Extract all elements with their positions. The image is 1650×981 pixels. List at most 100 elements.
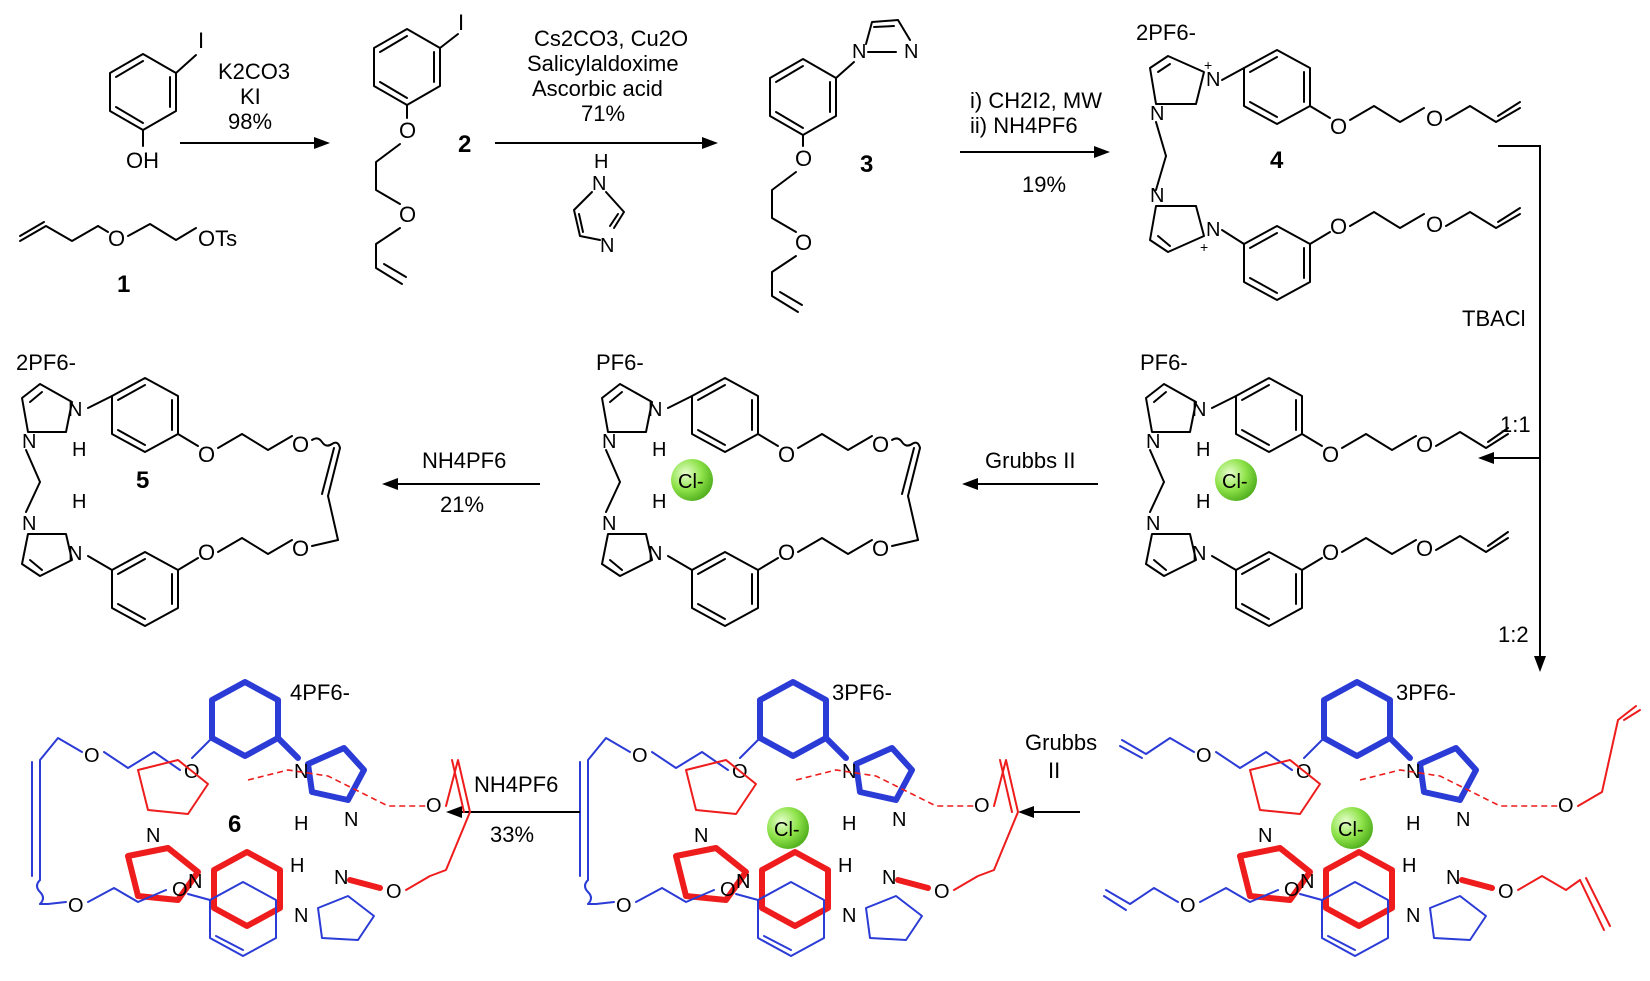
compound-4-plus-1: + [1204,57,1212,73]
compound-3-o1: O [795,146,812,171]
compound-5-number: 5 [136,467,149,494]
compound-6-counterion: 4PF6- [290,680,350,705]
ratio-1-1: 1:1 [1500,412,1531,437]
compound-5-o4: O [292,536,309,561]
compound-2-iodine: I [458,10,464,35]
step-3-reagent-2: ii) NH4PF6 [970,113,1078,138]
int-c-o-red-2: O [934,881,950,903]
int-a-o2: O [872,432,889,457]
int-d-o-red-2: O [1498,881,1514,903]
compound-5-structure: 2PF6- N O O N H 5 H N N O O [16,350,341,627]
compound-6-n-plus-bottom: N [294,905,308,927]
step-7-arrow: Grubbs II [1018,730,1097,818]
compound-6-o-red-2: O [386,881,402,903]
compound-3-n2: N [904,41,918,63]
int-d-n-red-1: N [1258,825,1272,847]
int-c-n-plus-bottom: N [842,905,856,927]
intermediate-open-chloride-complex: PF6- N O O N H Cl- H N N O O [1140,350,1509,627]
int-b-n-1: N [1146,431,1160,453]
int-b-n-plus-1: N [1192,399,1206,421]
step-1-arrow: K2CO3 KI 98% [180,59,330,149]
compound-2-o2: O [399,202,416,227]
int-a-h-2: H [652,491,666,513]
compound-3-number: 3 [860,151,873,178]
int-c-n-red-1: N [694,825,708,847]
compound-5-o2: O [292,432,309,457]
int-a-chloride-sphere [671,459,713,501]
int-d-n-plus-bottom: N [1406,905,1420,927]
compound-3-structure: N N O O 3 [769,19,918,313]
ratio-1-2: 1:2 [1498,622,1529,647]
int-a-n-plus-1: N [648,399,662,421]
int-b-chloride-sphere [1215,459,1257,501]
int-d-counterion: 3PF6- [1396,680,1456,705]
compound-5-counterion: 2PF6- [16,350,76,375]
int-d-o-blue-3: O [1180,895,1196,917]
compound-5-n-plus-1: N [68,399,82,421]
int-c-n-top: N [892,809,906,831]
step-6-arrow: NH4PF6 21% [382,448,540,517]
intermediate-macrocycle-chloride-complex: PF6- N O O N H Cl- H N N O O [596,350,921,627]
int-c-chloride-sphere [767,807,809,849]
int-c-o-blue-3: O [616,895,632,917]
hydroxyl-label: OH [126,148,159,173]
int-d-h-top: H [1406,813,1420,835]
compound-6-n-bottom: N [334,867,348,889]
compound-5-n-2: N [22,513,36,535]
compound-6-number: 6 [228,811,241,838]
step-2-reagent-1: Cs2CO3, Cu2O [534,26,688,51]
int-d-n-top: N [1456,809,1470,831]
imidazole-nh-h: H [594,151,608,173]
compound-6-o-blue-1: O [84,745,100,767]
int-a-o1: O [778,442,795,467]
compound-6-structure: 4PF6- N H N O O O N 6 N H N N O O O [31,679,471,957]
intermediate-half-catenane-complex: 3PF6- N H N O O O N N Cl- H N N O O [579,679,1019,957]
imidazole-n: N [600,235,614,257]
int-b-h-2: H [1196,491,1210,513]
int-c-h-top: H [842,813,856,835]
compound-3-o2: O [795,230,812,255]
step-3-reagent-1: i) CH2I2, MW [970,88,1102,113]
step-1-yield: 98% [228,109,272,134]
int-a-h-1: H [652,439,666,461]
step-1-reagent-1: K2CO3 [218,59,290,84]
imidazole-nh: N [592,173,606,195]
compound-4-o1: O [1330,114,1347,139]
compound-4-counterion: 2PF6- [1136,20,1196,45]
compound-4-n-plus-1: N [1206,69,1220,91]
step-8-arrow: NH4PF6 33% [446,772,580,847]
tosylate-label: OTs [198,226,237,251]
compound-5-h-2: H [72,491,86,513]
int-a-counterion: PF6- [596,350,644,375]
tbacl-step: TBACl 1:1 1:2 [1462,145,1546,672]
int-a-n-2: N [602,513,616,535]
int-b-n-plus-2: N [1192,543,1206,565]
int-a-o4: O [872,536,889,561]
int-c-h-bottom: H [838,855,852,877]
compound-5-n-plus-2: N [68,543,82,565]
step-6-yield: 21% [440,492,484,517]
compound-4-o4: O [1426,212,1443,237]
step-3-yield: 19% [1022,172,1066,197]
compound-6-n-red-1: N [146,825,160,847]
step-8-yield: 33% [490,822,534,847]
int-b-h-1: H [1196,439,1210,461]
iodophenol-structure: I OH [109,28,204,173]
iodine-label: I [198,28,204,53]
compound-4-o3: O [1330,214,1347,239]
int-b-o3: O [1322,540,1339,565]
compound-1-structure: O OTs 1 [19,221,237,298]
step-5-reagent: Grubbs II [985,448,1075,473]
int-a-n-1: N [602,431,616,453]
step-2-arrow: Cs2CO3, Cu2O Salicylaldoxime Ascorbic ac… [495,26,718,257]
int-c-o-red-1: O [974,795,990,817]
step-3-arrow: i) CH2I2, MW ii) NH4PF6 19% [960,88,1110,197]
ether-o-label: O [108,226,125,251]
int-d-h-bottom: H [1402,855,1416,877]
compound-4-structure: 2PF6- N + O O N 4 N N + O O [1136,20,1521,301]
compound-6-o-red-1: O [426,795,442,817]
step-2-reagent-3: Ascorbic acid [532,76,663,101]
step-2-reagent-2: Salicylaldoxime [527,51,679,76]
int-c-counterion: 3PF6- [832,680,892,705]
